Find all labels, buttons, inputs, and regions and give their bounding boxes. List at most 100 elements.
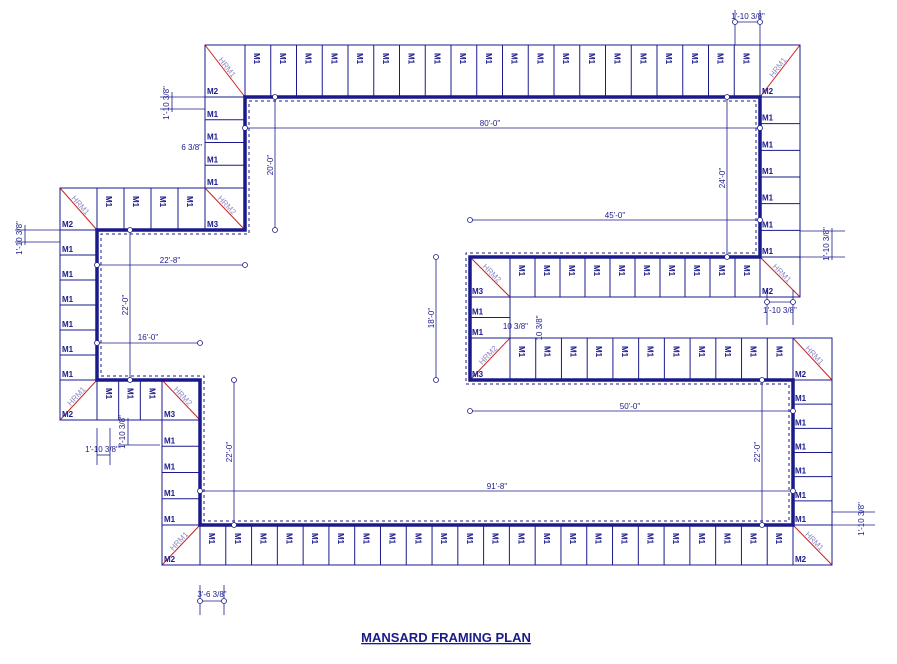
corner-label: M3 bbox=[164, 410, 176, 419]
tile-label: M1 bbox=[62, 370, 74, 379]
tile-label: M1 bbox=[762, 140, 774, 149]
tile-label: M1 bbox=[795, 515, 807, 524]
dim-lower-right-depth: 22'-0" bbox=[753, 442, 762, 463]
tile-band bbox=[509, 337, 794, 381]
tile-label: M1 bbox=[587, 53, 596, 65]
tile-label: M1 bbox=[164, 436, 176, 445]
dim-middle-length: 45'-0" bbox=[605, 211, 626, 220]
tile-label: M1 bbox=[723, 346, 732, 358]
tile-label: M1 bbox=[795, 394, 807, 403]
wall-line-dashed bbox=[100, 100, 790, 522]
tile-label: M1 bbox=[233, 533, 242, 545]
tile-label: M1 bbox=[667, 265, 676, 277]
dim-left-wing-depth: 22'-0" bbox=[121, 295, 130, 316]
tile-label: M1 bbox=[671, 346, 680, 358]
corner-label: M2 bbox=[62, 220, 74, 229]
tile-label: M1 bbox=[592, 265, 601, 277]
tile-label: M1 bbox=[387, 533, 396, 545]
hip-label: HRM1 bbox=[70, 194, 92, 217]
tile-label: M1 bbox=[62, 320, 74, 329]
hip-line bbox=[161, 524, 201, 566]
dimension-marker bbox=[94, 262, 100, 268]
tile-label: M1 bbox=[762, 220, 774, 229]
hip-label: HRM1 bbox=[768, 55, 789, 79]
tile-label: M1 bbox=[561, 53, 570, 65]
tile-label: M1 bbox=[355, 53, 364, 65]
tile-label: M1 bbox=[620, 346, 629, 358]
dim-overhang-lower-left-h: 1'-10 3/8" bbox=[85, 445, 119, 454]
tile-label: M1 bbox=[717, 265, 726, 277]
hip-line bbox=[59, 379, 98, 421]
corner-label: M2 bbox=[762, 87, 774, 96]
tile-label: M1 bbox=[542, 265, 551, 277]
tile-label: M1 bbox=[104, 388, 113, 400]
outer-eave-outline bbox=[59, 44, 833, 566]
dimension-marker bbox=[231, 522, 237, 528]
dimension-marker bbox=[221, 598, 227, 604]
dim-overhang-lower-left-v: 1'-10 3/8" bbox=[118, 415, 127, 449]
tile-label: M1 bbox=[664, 53, 673, 65]
tile-label: M1 bbox=[568, 533, 577, 545]
tile-label: M1 bbox=[762, 114, 774, 123]
corner-label: M3 bbox=[472, 287, 484, 296]
hip-label: HRM1 bbox=[66, 385, 88, 408]
dimension-marker bbox=[724, 94, 730, 100]
tile-label: M1 bbox=[774, 533, 783, 545]
hip-line bbox=[469, 337, 511, 381]
tile-label: M1 bbox=[749, 346, 758, 358]
tile-label: M1 bbox=[690, 53, 699, 65]
dimension-marker bbox=[272, 94, 278, 100]
tile-label: M1 bbox=[104, 196, 113, 208]
tile-label: M1 bbox=[716, 53, 725, 65]
corner-label: M2 bbox=[795, 370, 807, 379]
tile-label: M1 bbox=[517, 265, 526, 277]
tile-label: M1 bbox=[164, 463, 176, 472]
dimension-marker bbox=[272, 227, 278, 233]
tile-label: M1 bbox=[304, 53, 313, 65]
tile-label: M1 bbox=[510, 53, 519, 65]
tile-label: M1 bbox=[381, 53, 390, 65]
tile-label: M1 bbox=[472, 308, 484, 317]
dimension-marker bbox=[724, 254, 730, 260]
tile-label: M1 bbox=[594, 346, 603, 358]
tile-label: M1 bbox=[278, 53, 287, 65]
tile-label: M1 bbox=[748, 533, 757, 545]
tile-label: M1 bbox=[252, 53, 261, 65]
dim-top-length: 80'-0" bbox=[480, 119, 501, 128]
tile-label: M1 bbox=[645, 533, 654, 545]
dim-overhang-right: 1'-10 3/8" bbox=[822, 227, 831, 261]
tile-label: M1 bbox=[742, 265, 751, 277]
dimension-marker bbox=[790, 408, 796, 414]
tile-label: M1 bbox=[646, 346, 655, 358]
tile-label: M1 bbox=[329, 53, 338, 65]
tile-label: M1 bbox=[164, 489, 176, 498]
dimension-marker bbox=[94, 340, 100, 346]
tile-label: M1 bbox=[259, 533, 268, 545]
dim-upper-left-depth: 20'-0" bbox=[266, 155, 275, 176]
tile-label: M1 bbox=[671, 533, 680, 545]
tile-label: M1 bbox=[795, 491, 807, 500]
hip-label: HRM1 bbox=[803, 530, 826, 553]
tile-band bbox=[199, 524, 794, 566]
tile-label: M1 bbox=[762, 194, 774, 203]
tile-label: M1 bbox=[613, 53, 622, 65]
hip-line bbox=[759, 44, 801, 98]
hip-corners: HRM1M2HRM1M2HRM1M2HRM1M2HRM1M2HRM2M3HRM2… bbox=[59, 44, 833, 566]
tile-label: M1 bbox=[439, 533, 448, 545]
dim-upper-right-depth: 24'-0" bbox=[718, 168, 727, 189]
tile-label: M1 bbox=[795, 467, 807, 476]
tile-label: M1 bbox=[594, 533, 603, 545]
tile-label: M1 bbox=[535, 53, 544, 65]
corner-label: M2 bbox=[164, 555, 176, 564]
dimension-marker bbox=[433, 377, 439, 383]
dim-offset-upper-left: 6 3/8" bbox=[181, 143, 202, 152]
corner-label: M2 bbox=[795, 555, 807, 564]
tile-label: M1 bbox=[458, 53, 467, 65]
